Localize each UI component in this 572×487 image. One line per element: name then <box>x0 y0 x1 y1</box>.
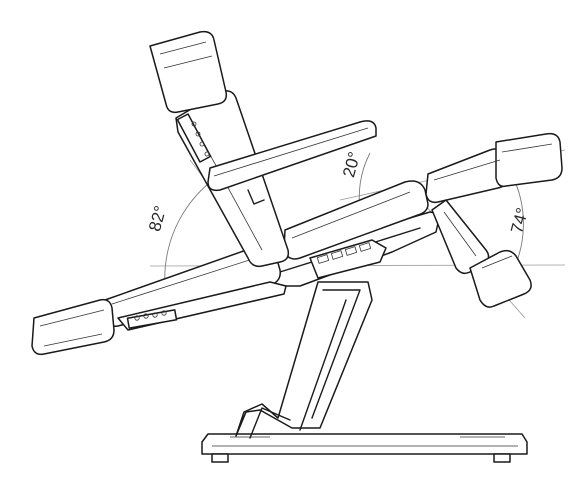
backrest-angle-label: 82° <box>145 204 170 234</box>
legrest-dropped <box>431 199 532 308</box>
armrest <box>207 120 377 205</box>
seat-cushion <box>283 180 429 260</box>
legrest-angle-label: 74° <box>507 206 532 236</box>
backrest <box>103 246 287 331</box>
legrest-horizontal <box>425 132 563 204</box>
chair-base <box>201 433 528 463</box>
lift-column <box>235 281 373 439</box>
headrest-upright <box>149 30 228 114</box>
seat-angle-label: 20° <box>339 150 364 180</box>
headrest-flat <box>31 298 115 356</box>
